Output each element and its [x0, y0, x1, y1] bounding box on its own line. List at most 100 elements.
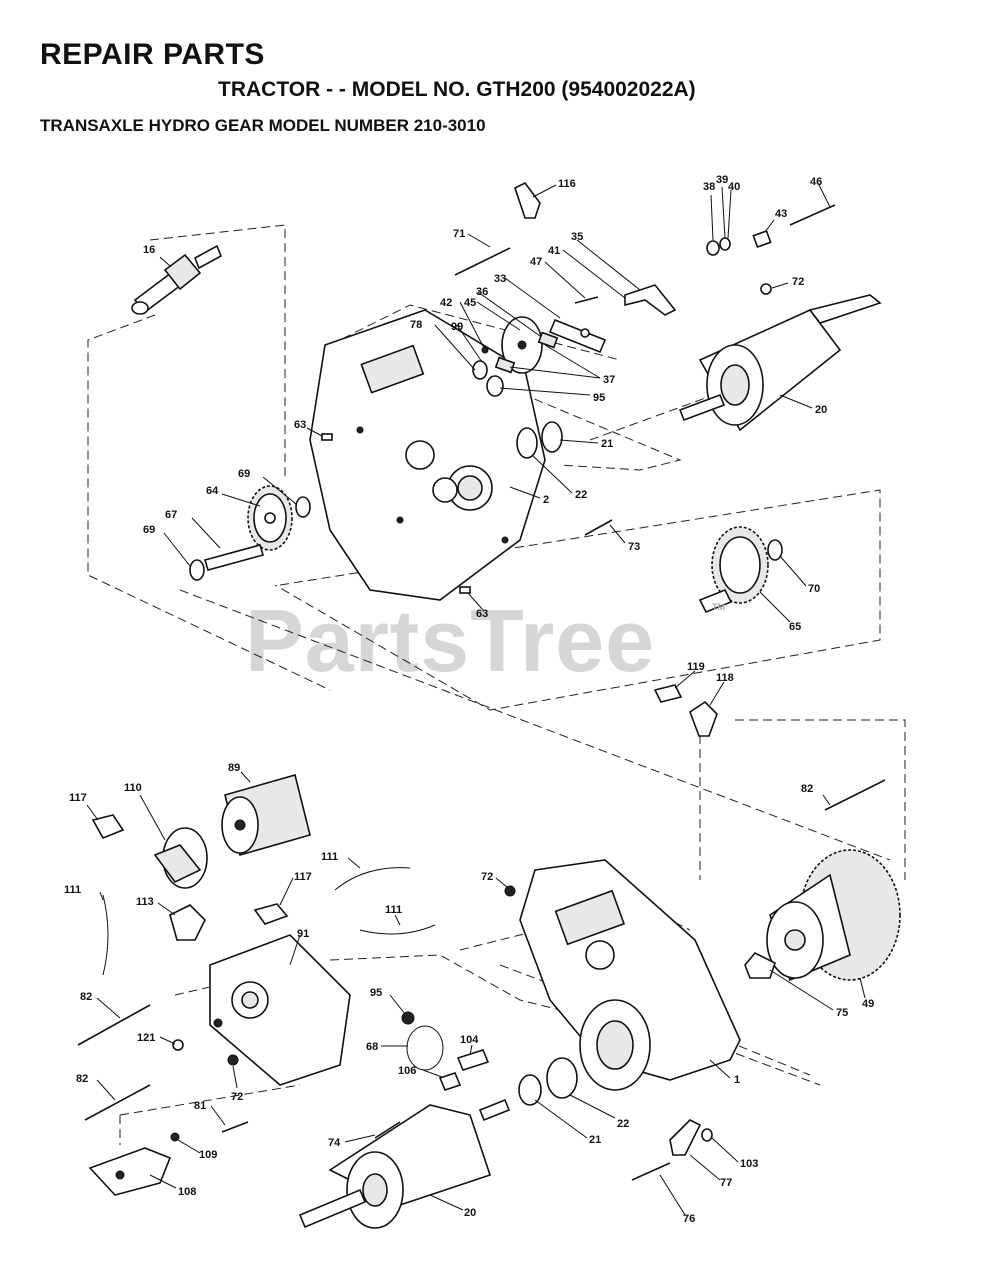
- part-22-thrust-washer-lower[interactable]: [546, 1057, 578, 1099]
- part-72-plug-upper[interactable]: [760, 283, 772, 295]
- part-47-bolt[interactable]: [574, 296, 599, 304]
- part-113-elbow-fitting[interactable]: [169, 904, 206, 941]
- part-64-gear[interactable]: [247, 485, 293, 551]
- callout-21-lower: 21: [589, 1134, 601, 1146]
- leader-lines: [86, 182, 866, 1216]
- callout-75: 75: [836, 1007, 848, 1019]
- part-69-washer-b[interactable]: [189, 559, 205, 581]
- part-91-hydro-pump[interactable]: [209, 934, 351, 1086]
- part-70-washer[interactable]: [767, 539, 783, 561]
- part-33-brake-bracket[interactable]: [548, 318, 607, 354]
- callout-20-upper: 20: [815, 404, 827, 416]
- part-21-thrust-washer-lower[interactable]: [518, 1074, 542, 1106]
- callout-70: 70: [808, 583, 820, 595]
- callout-73: 73: [628, 541, 640, 553]
- callout-82-left-b: 82: [76, 1073, 88, 1085]
- callout-20-lower: 20: [464, 1207, 476, 1219]
- part-81-bolt[interactable]: [221, 1121, 249, 1133]
- part-76-bolt[interactable]: [631, 1162, 671, 1181]
- callout-78: 78: [410, 319, 422, 331]
- callout-82-upper: 82: [801, 783, 813, 795]
- part-63-dowel-pin-upper[interactable]: [321, 433, 333, 441]
- callout-76: 76: [683, 1213, 695, 1225]
- part-118-elbow[interactable]: [689, 700, 718, 737]
- callout-113: 113: [136, 896, 154, 908]
- callout-77: 77: [720, 1177, 732, 1189]
- part-104-fitting[interactable]: [456, 1049, 490, 1071]
- callout-118: 118: [716, 672, 734, 684]
- callout-110: 110: [124, 782, 142, 794]
- callout-38: 38: [703, 181, 715, 193]
- part-71-bolt[interactable]: [454, 247, 511, 276]
- callout-67: 67: [165, 509, 177, 521]
- part-77-lever[interactable]: [669, 1119, 702, 1156]
- part-119-fitting[interactable]: [653, 684, 683, 703]
- callout-63-upper: 63: [294, 419, 306, 431]
- callout-41: 41: [548, 245, 560, 257]
- part-2-upper-housing[interactable]: [309, 309, 546, 601]
- callout-111-mid: 111: [321, 851, 338, 863]
- callout-47: 47: [530, 256, 542, 268]
- part-111-hose-b[interactable]: [334, 867, 411, 891]
- part-74-bolt[interactable]: [374, 1121, 401, 1139]
- callout-111-left: 111: [64, 884, 81, 896]
- part-111-hose-c[interactable]: [359, 924, 436, 935]
- part-116-fitting[interactable]: [514, 181, 541, 219]
- part-82-bolt-upper-right[interactable]: [824, 779, 886, 811]
- part-73-bolt[interactable]: [584, 519, 613, 536]
- part-99-washer[interactable]: [472, 360, 488, 380]
- part-103-washer[interactable]: [701, 1128, 713, 1142]
- part-108-control-arm[interactable]: [88, 1147, 172, 1196]
- part-43-spacer[interactable]: [752, 229, 772, 249]
- callout-106: 106: [398, 1065, 416, 1077]
- part-106-fitting[interactable]: [438, 1072, 462, 1091]
- callout-21-upper: 21: [601, 438, 613, 450]
- part-111-hose-a[interactable]: [102, 894, 109, 976]
- part-65-gear[interactable]: [698, 526, 769, 614]
- part-16-pinion-shaft[interactable]: [131, 244, 223, 315]
- part-20-axle-housing-upper[interactable]: [678, 294, 882, 432]
- part-38-washer[interactable]: [706, 240, 720, 256]
- part-89-oil-filter[interactable]: [221, 774, 311, 856]
- callout-63-lower: 63: [476, 608, 488, 620]
- part-49-differential[interactable]: [766, 849, 901, 982]
- part-45-brake-disc[interactable]: [501, 316, 543, 374]
- callout-labels: 116 38 39 40 46 43 71 35 41 47 72 33 36 …: [64, 174, 874, 1225]
- callout-74: 74: [328, 1137, 341, 1149]
- callout-71: 71: [453, 228, 465, 240]
- part-63-dowel-pin-lower[interactable]: [459, 586, 471, 594]
- part-20-axle-housing-lower[interactable]: [298, 1098, 511, 1229]
- part-39-nut[interactable]: [719, 237, 731, 251]
- callout-89: 89: [228, 762, 240, 774]
- callout-72-housing: 72: [481, 871, 493, 883]
- part-69-washer-a[interactable]: [295, 496, 311, 518]
- callout-33: 33: [494, 273, 506, 285]
- callout-2: 2: [543, 494, 549, 506]
- part-82-bolt-left-a[interactable]: [77, 1004, 151, 1046]
- part-75-plate[interactable]: [744, 952, 776, 979]
- callout-72-lower: 72: [231, 1091, 243, 1103]
- part-42-pin[interactable]: [481, 346, 489, 354]
- part-117-fitting-a[interactable]: [91, 814, 125, 840]
- part-67-shaft[interactable]: [203, 544, 265, 571]
- callout-117-left: 117: [69, 792, 87, 804]
- part-46-bolt[interactable]: [789, 204, 836, 226]
- part-110-filter-adapter[interactable]: [153, 827, 208, 889]
- part-21-thrust-washer-upper[interactable]: [541, 421, 563, 453]
- callout-119: 119: [687, 661, 705, 673]
- part-121-plug[interactable]: [172, 1039, 184, 1051]
- part-82-bolt-left-b[interactable]: [84, 1084, 151, 1121]
- part-1-lower-housing[interactable]: [519, 859, 741, 1091]
- part-35-brake-lever[interactable]: [624, 284, 677, 316]
- trademark-mark: TM: [712, 602, 725, 612]
- part-95-seal-upper[interactable]: [486, 375, 504, 397]
- callout-36: 36: [476, 286, 488, 298]
- part-22-thrust-washer-upper[interactable]: [516, 427, 538, 459]
- part-68-o-ring[interactable]: [406, 1025, 444, 1071]
- callout-117-right: 117: [294, 871, 312, 883]
- part-72-plug-housing[interactable]: [504, 885, 516, 897]
- part-109-pin[interactable]: [170, 1132, 180, 1142]
- part-72-plug-lower[interactable]: [227, 1054, 239, 1066]
- part-117-fitting-b[interactable]: [253, 903, 289, 925]
- part-95-seal-lower[interactable]: [401, 1011, 415, 1025]
